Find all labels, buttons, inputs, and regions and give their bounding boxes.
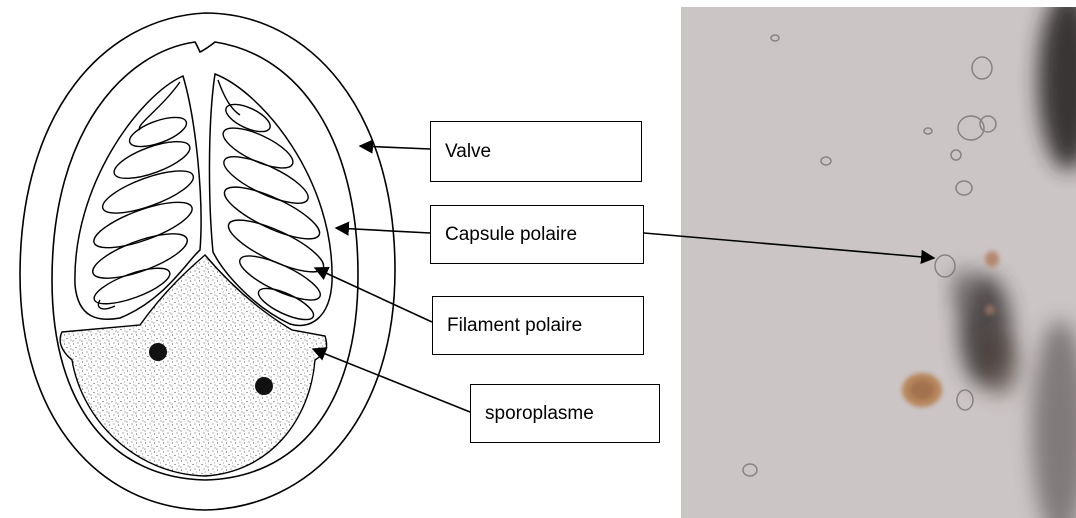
arrow-sporoplasm bbox=[313, 349, 470, 412]
arrow-capsule-left bbox=[336, 228, 430, 233]
arrow-filament bbox=[315, 268, 432, 322]
label-sporoplasme: sporoplasme bbox=[470, 384, 660, 443]
label-valve: Valve bbox=[430, 121, 642, 182]
nucleus-right bbox=[255, 377, 273, 395]
label-sporoplasme-text: sporoplasme bbox=[485, 403, 594, 425]
label-capsule-polaire-text: Capsule polaire bbox=[445, 224, 577, 246]
label-valve-text: Valve bbox=[445, 141, 491, 163]
micrograph bbox=[681, 0, 1076, 518]
nucleus-left bbox=[149, 343, 167, 361]
label-filament-polaire-text: Filament polaire bbox=[447, 315, 582, 337]
arrow-valve bbox=[360, 146, 430, 149]
label-filament-polaire: Filament polaire bbox=[432, 296, 644, 355]
label-capsule-polaire: Capsule polaire bbox=[430, 205, 644, 264]
